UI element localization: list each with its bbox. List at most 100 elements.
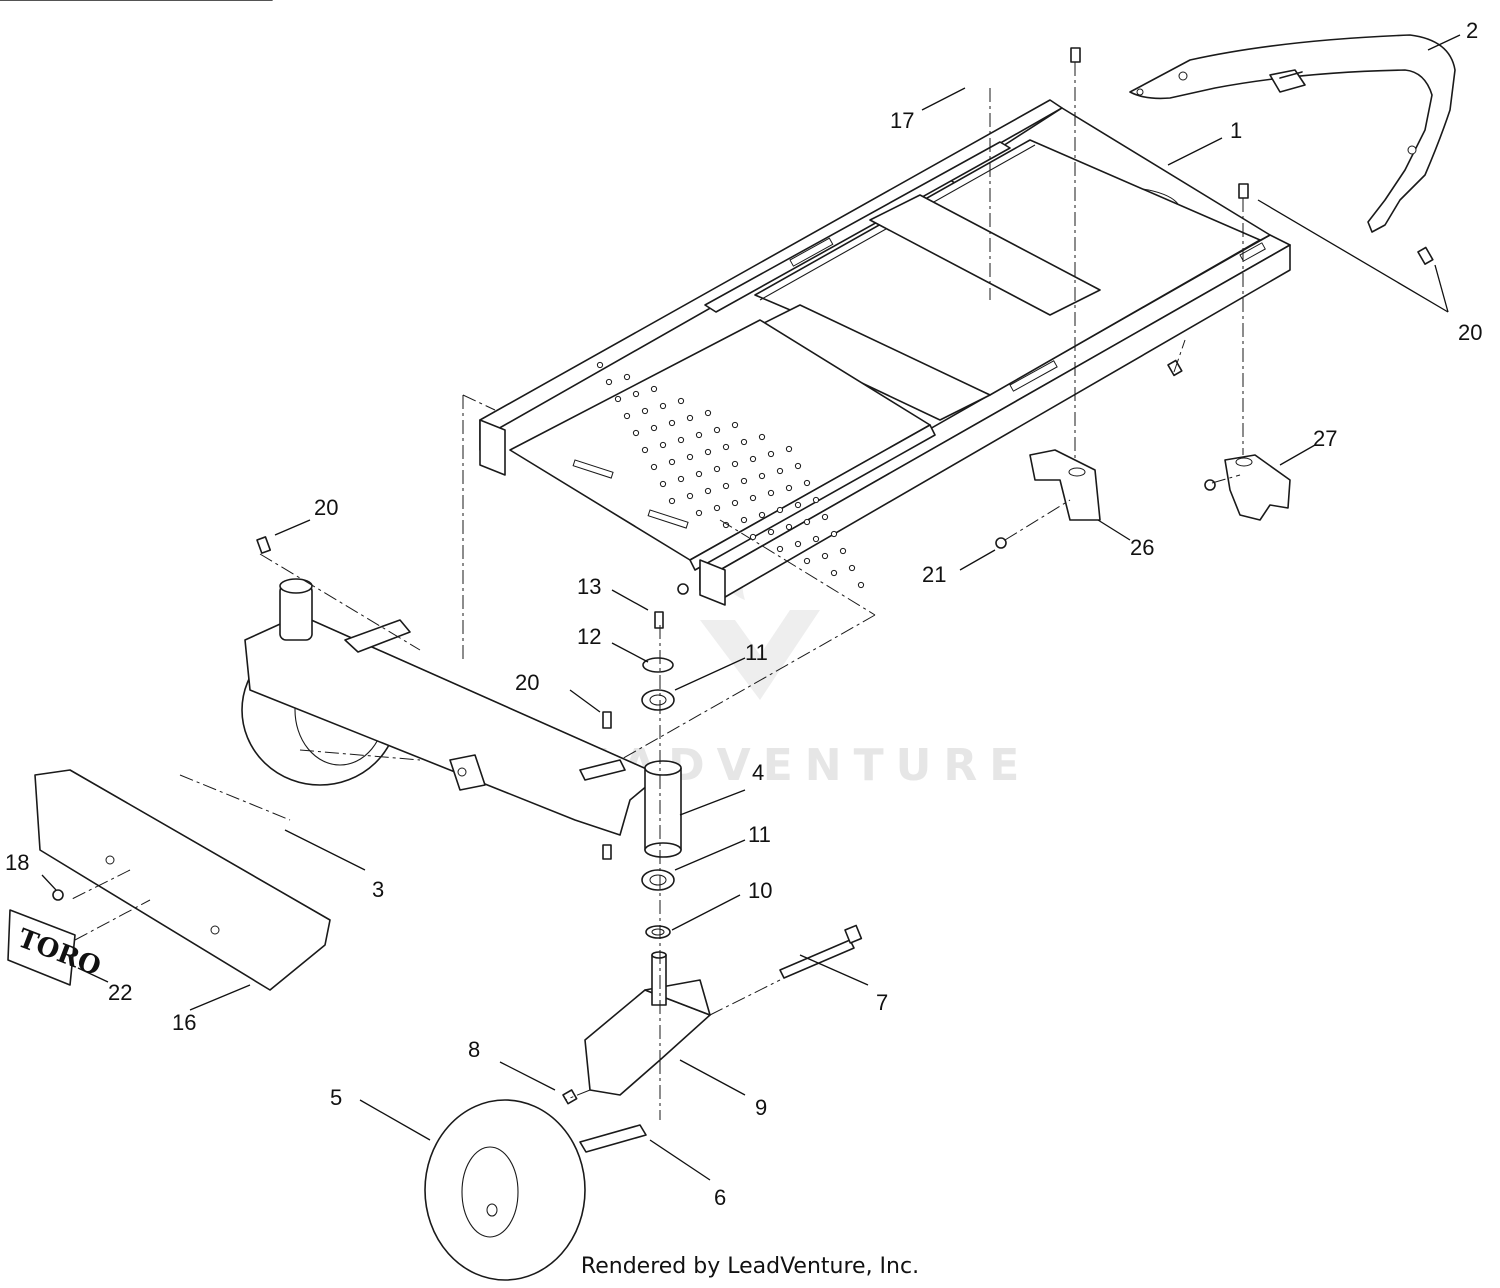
foot-plate-hole — [704, 487, 712, 495]
foot-plate-hole — [812, 535, 820, 543]
callout-26: 26 — [1130, 535, 1154, 560]
foot-plate-hole — [794, 462, 802, 470]
callout-20-right: 20 — [1458, 320, 1482, 345]
foot-plate-hole — [641, 407, 649, 415]
callout-7: 7 — [876, 990, 888, 1015]
part-4-caster-tube[interactable] — [644, 760, 682, 858]
foot-plate-hole — [731, 421, 739, 429]
part-27-bracket[interactable] — [1224, 454, 1291, 521]
foot-plate-hole — [794, 501, 802, 509]
foot-plate-hole — [677, 436, 685, 444]
foot-plate-hole — [659, 441, 667, 449]
foot-plate-hole — [758, 472, 766, 480]
callout-17: 17 — [890, 108, 914, 133]
foot-plate-hole — [821, 513, 829, 521]
foot-plate-hole — [785, 484, 793, 492]
foot-plate-hole — [776, 545, 784, 553]
callout-27: 27 — [1313, 426, 1337, 451]
foot-plate-hole — [722, 443, 730, 451]
part-12-washer[interactable] — [642, 657, 674, 673]
foot-plate-hole — [740, 516, 748, 524]
foot-plate-hole — [803, 479, 811, 487]
foot-plate-hole — [650, 385, 658, 393]
foot-plate-hole — [605, 378, 613, 386]
part-10-washer[interactable] — [645, 925, 671, 939]
foot-plate-hole — [830, 569, 838, 577]
part-2-rear-hoop[interactable] — [1129, 34, 1456, 233]
callout-20-center: 20 — [515, 670, 539, 695]
part-3-front-axle-assembly[interactable] — [241, 578, 661, 836]
callout-2: 2 — [1466, 18, 1478, 43]
foot-plate-hole — [803, 518, 811, 526]
part-11-bearing-upper[interactable] — [641, 689, 675, 711]
part-26-bracket[interactable] — [1029, 449, 1101, 521]
foot-plate-hole — [686, 492, 694, 500]
foot-plate-hole — [686, 414, 694, 422]
callout-4: 4 — [752, 760, 764, 785]
part-7-bolt[interactable] — [779, 924, 863, 979]
foot-plate-hole — [767, 450, 775, 458]
foot-plate-hole — [722, 482, 730, 490]
foot-plate-hole — [713, 504, 721, 512]
foot-plate-hole — [677, 475, 685, 483]
foot-plate-hole — [695, 509, 703, 517]
foot-plate-hole — [695, 470, 703, 478]
callout-20-left: 20 — [314, 495, 338, 520]
foot-plate-hole — [704, 448, 712, 456]
foot-plate-hole — [812, 496, 820, 504]
callout-21: 21 — [922, 562, 946, 587]
part-1-main-frame[interactable] — [479, 99, 1291, 606]
callout-9: 9 — [755, 1095, 767, 1120]
foot-plate-hole — [686, 453, 694, 461]
callout-5: 5 — [330, 1085, 342, 1110]
callout-11-upper: 11 — [745, 640, 768, 665]
foot-plate-hole — [830, 530, 838, 538]
foot-plate-hole — [632, 390, 640, 398]
foot-plate-hole — [668, 419, 676, 427]
foot-plate-hole — [659, 402, 667, 410]
part-16-front-shroud[interactable] — [34, 769, 331, 991]
foot-plate-hole — [704, 409, 712, 417]
foot-plate-hole — [749, 533, 757, 541]
callout-10: 10 — [748, 878, 772, 903]
callout-6: 6 — [714, 1185, 726, 1210]
foot-plate-hole — [695, 431, 703, 439]
part-11-bearing-lower[interactable] — [641, 869, 675, 891]
foot-plate-hole — [650, 424, 658, 432]
foot-plate-hole — [614, 395, 622, 403]
foot-plate-hole — [776, 467, 784, 475]
foot-plate-hole — [758, 433, 766, 441]
foot-plate-hole — [749, 494, 757, 502]
foot-plate-hole — [848, 564, 856, 572]
part-13-bolt[interactable] — [654, 611, 664, 629]
foot-plate-hole — [740, 438, 748, 446]
foot-plate-hole — [749, 455, 757, 463]
foot-plate-hole — [623, 373, 631, 381]
foot-plate-hole — [857, 581, 865, 589]
part-9-caster-fork[interactable] — [584, 951, 711, 1096]
part-6-wheel-spacer[interactable] — [579, 1124, 647, 1153]
callout-16: 16 — [172, 1010, 196, 1035]
footer-credit: Rendered by LeadVenture, Inc. — [580, 1254, 920, 1279]
foot-plate-hole — [677, 397, 685, 405]
callout-labels: 1 2 3 4 5 6 7 8 9 10 11 11 12 13 16 17 1… — [5, 18, 1482, 1210]
assembly-centerlines — [69, 62, 1244, 1120]
foot-plate-hole — [785, 523, 793, 531]
foot-plate-hole — [731, 460, 739, 468]
part-17-small-decal — [0, 0, 1306, 93]
foot-plate-hole — [650, 463, 658, 471]
foot-plate-hole — [776, 506, 784, 514]
foot-plate-hole — [632, 429, 640, 437]
foot-plate-hole — [767, 489, 775, 497]
foot-plate-hole — [731, 499, 739, 507]
part-5-caster-wheel[interactable] — [424, 1099, 586, 1281]
foot-plate-hole — [713, 465, 721, 473]
foot-plate-hole — [596, 361, 604, 369]
callout-8: 8 — [468, 1037, 480, 1062]
fasteners — [52, 47, 1434, 1105]
foot-plate-hole — [767, 528, 775, 536]
callout-1: 1 — [1230, 118, 1242, 143]
foot-plate-hole — [794, 540, 802, 548]
foot-plate-holes — [596, 361, 865, 589]
